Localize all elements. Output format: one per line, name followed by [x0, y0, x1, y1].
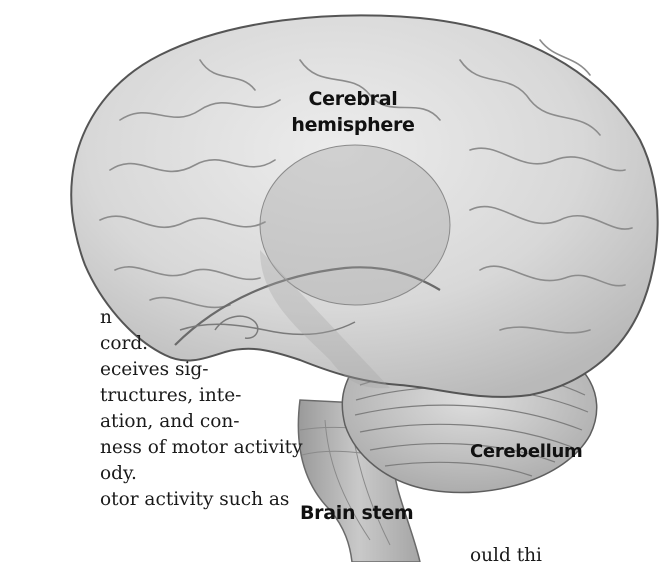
body-text-line: otor activity such as — [0, 487, 330, 513]
body-text-line: eceives sig- — [0, 357, 330, 383]
body-text-excerpt: n cord. eceives sig- tructures, inte- at… — [0, 305, 330, 513]
cerebellum-label: Cerebellum — [470, 441, 583, 462]
body-text-line: cord. — [0, 331, 330, 357]
body-text-line: tructures, inte- — [0, 383, 330, 409]
body-text-line: ody. — [0, 461, 330, 487]
brain-stem-label: Brain stem — [300, 502, 413, 524]
cerebral-hemisphere-label-line2: hemisphere — [268, 112, 438, 138]
body-text-line: ness of motor activity — [0, 435, 330, 461]
body-text-fragment-bottom: ould thi — [470, 545, 542, 566]
cerebral-hemisphere-label: Cerebral hemisphere — [268, 86, 438, 138]
cerebral-hemisphere-label-line1: Cerebral — [268, 86, 438, 112]
body-text-line: n — [0, 305, 330, 331]
body-text-line: ation, and con- — [0, 409, 330, 435]
